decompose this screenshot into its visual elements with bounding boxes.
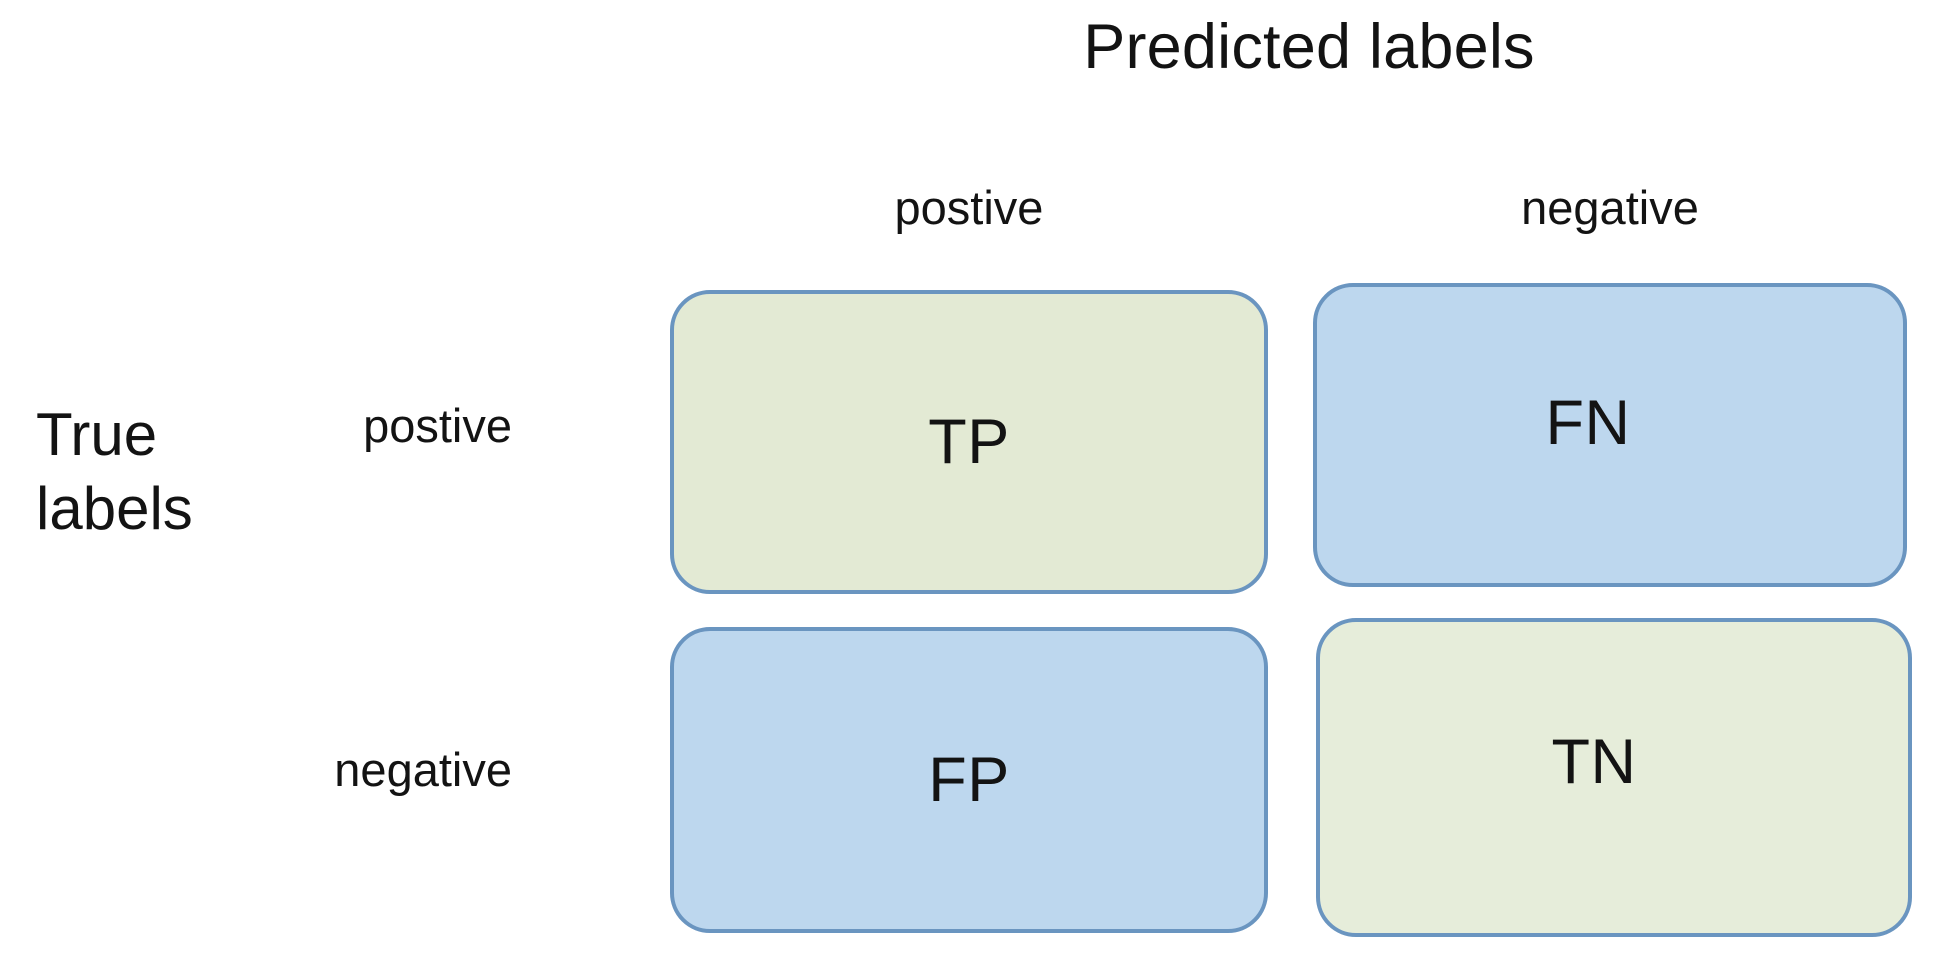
row-header-postive: postive — [363, 399, 512, 452]
matrix-cell-false-positive: FP — [670, 627, 1268, 933]
column-header-postive: postive — [894, 181, 1044, 234]
predicted-labels-axis-title: Predicted labels — [1083, 12, 1535, 82]
matrix-cell-true-negative-label: TN — [1551, 726, 1637, 797]
matrix-cell-true-positive: TP — [670, 290, 1268, 594]
row-header-negative: negative — [334, 743, 512, 796]
column-header-negative: negative — [1521, 181, 1699, 234]
matrix-cell-false-negative: FN — [1313, 283, 1907, 587]
matrix-cell-true-positive-label: TP — [928, 407, 1010, 477]
true-labels-axis-title: True labels — [36, 398, 306, 546]
matrix-cell-false-positive-label: FP — [928, 745, 1010, 815]
true-labels-axis-title-line1: True — [36, 401, 158, 468]
matrix-cell-true-negative: TN — [1316, 618, 1912, 937]
matrix-cell-false-negative-label: FN — [1545, 388, 1631, 458]
true-labels-axis-title-line2: labels — [36, 475, 193, 542]
